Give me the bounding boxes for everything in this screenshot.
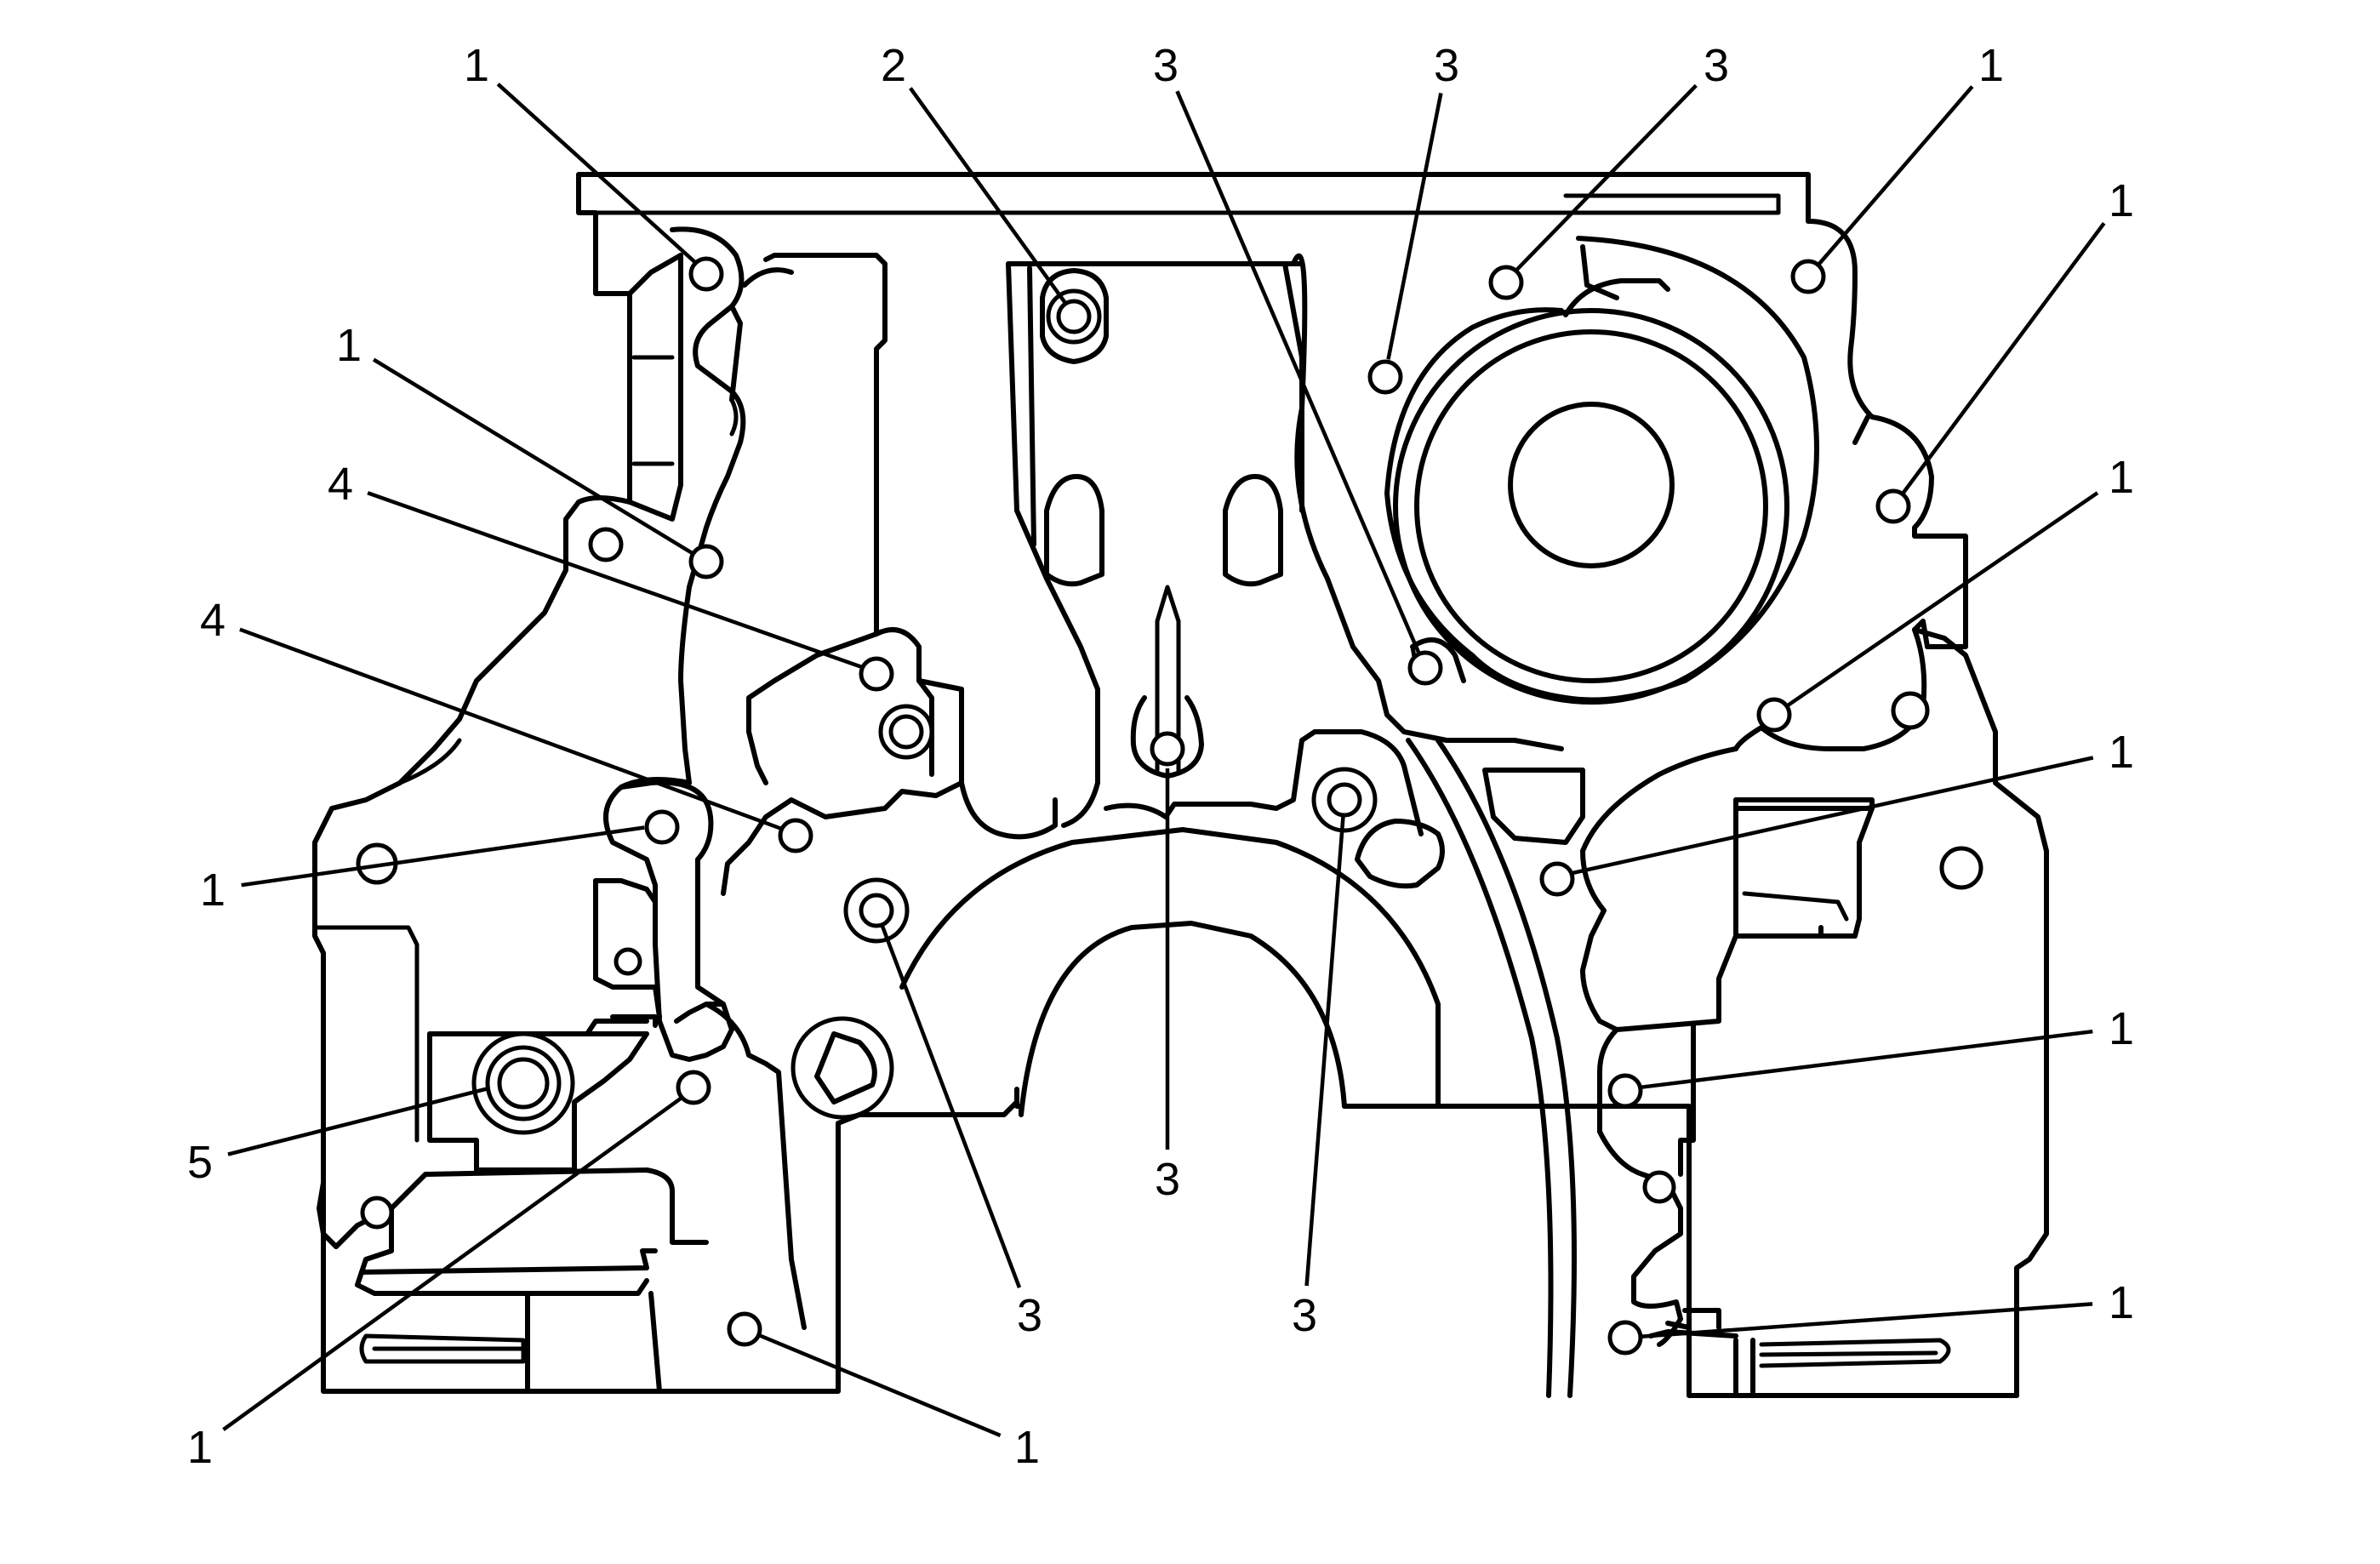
callout-leader-c11 [1640, 1302, 2093, 1339]
callout-leader-c01 [496, 83, 697, 264]
callout-leader-c04 [1386, 92, 1443, 360]
oil-pump-seal-housing [1291, 236, 1819, 751]
callout-label-c05: 3 [1704, 40, 1729, 91]
callout-label-c08: 1 [2109, 452, 2134, 503]
callout-leader-c17 [222, 1096, 682, 1431]
bolt-holes [588, 256, 1930, 1356]
callout-label-c16: 5 [187, 1137, 213, 1188]
callout-leader-c13 [367, 491, 863, 670]
main-bearing-arch [899, 827, 2019, 1398]
callout-leader-c20 [880, 924, 1022, 1288]
callout-leader-c21 [1304, 814, 1345, 1287]
callout-label-c01: 1 [464, 40, 489, 91]
callout-label-c09: 1 [2109, 727, 2134, 778]
oil-filter-adapter [334, 842, 709, 1394]
callout-leader-c08 [1785, 491, 2099, 708]
right-lower-bracket [1597, 1023, 1951, 1398]
callout-leader-c07 [1900, 221, 2106, 495]
callout-label-c03: 3 [1153, 40, 1179, 91]
callout-layer: 1 2 3 3 3 1 1 1 1 1 1 1 4 4 1 5 1 1 3 3 3 [187, 40, 2134, 1473]
callout-leader-c05 [1515, 83, 1698, 271]
callout-leader-c12 [372, 357, 694, 556]
callout-label-c18: 1 [1014, 1422, 1040, 1473]
callout-leader-c14 [239, 627, 782, 831]
callout-leader-c15 [241, 825, 645, 888]
callout-label-c12: 1 [336, 320, 362, 371]
callout-label-c15: 1 [200, 865, 225, 916]
callout-label-c20: 3 [1017, 1290, 1042, 1341]
center-web [1006, 261, 1424, 836]
callout-label-c06: 1 [1978, 40, 2004, 91]
top-rail [576, 172, 1811, 260]
callout-leader-c10 [1640, 1029, 2093, 1090]
callout-label-c11: 1 [2109, 1277, 2134, 1328]
callout-leader-c18 [757, 1333, 1002, 1437]
callout-label-c14: 4 [200, 595, 225, 646]
callout-label-c10: 1 [2109, 1003, 2134, 1054]
callout-leader-c09 [1572, 756, 2094, 876]
callout-leader-c16 [227, 1087, 488, 1156]
callout-label-c21: 3 [1292, 1290, 1317, 1341]
callout-label-c19: 3 [1155, 1154, 1180, 1205]
callout-label-c07: 1 [2109, 175, 2134, 226]
left-lower-bracket [593, 779, 807, 1330]
callout-leader-c02 [909, 87, 1067, 304]
callout-leader-c06 [1817, 85, 1974, 266]
callout-label-c02: 2 [881, 40, 906, 91]
callout-label-c13: 4 [328, 459, 353, 510]
callout-leader-c03 [1175, 90, 1421, 655]
crank-sensor-pad [790, 1016, 894, 1120]
center-left-housing [721, 627, 1058, 896]
front-cover-seal-line [1355, 738, 1585, 1398]
callout-label-c04: 3 [1434, 40, 1459, 91]
block-right-side [1580, 210, 2049, 1398]
callout-label-c17: 1 [187, 1422, 213, 1473]
